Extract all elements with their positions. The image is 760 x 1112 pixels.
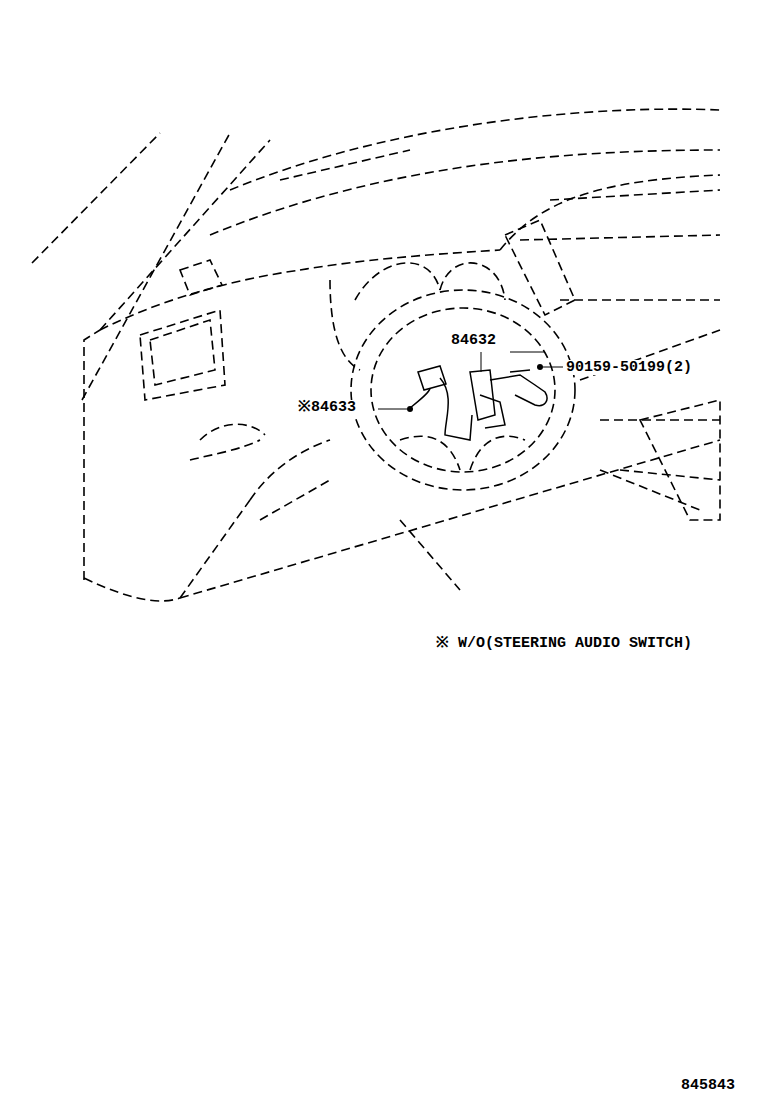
note-text: ※ W/O(STEERING AUDIO SWITCH) xyxy=(435,636,693,651)
part-number: 84632 xyxy=(450,333,497,348)
illustration-number: 845843 xyxy=(680,1078,736,1093)
part-number: ※84633 xyxy=(297,400,357,415)
part-number: 90159-50199(2) xyxy=(565,360,693,375)
